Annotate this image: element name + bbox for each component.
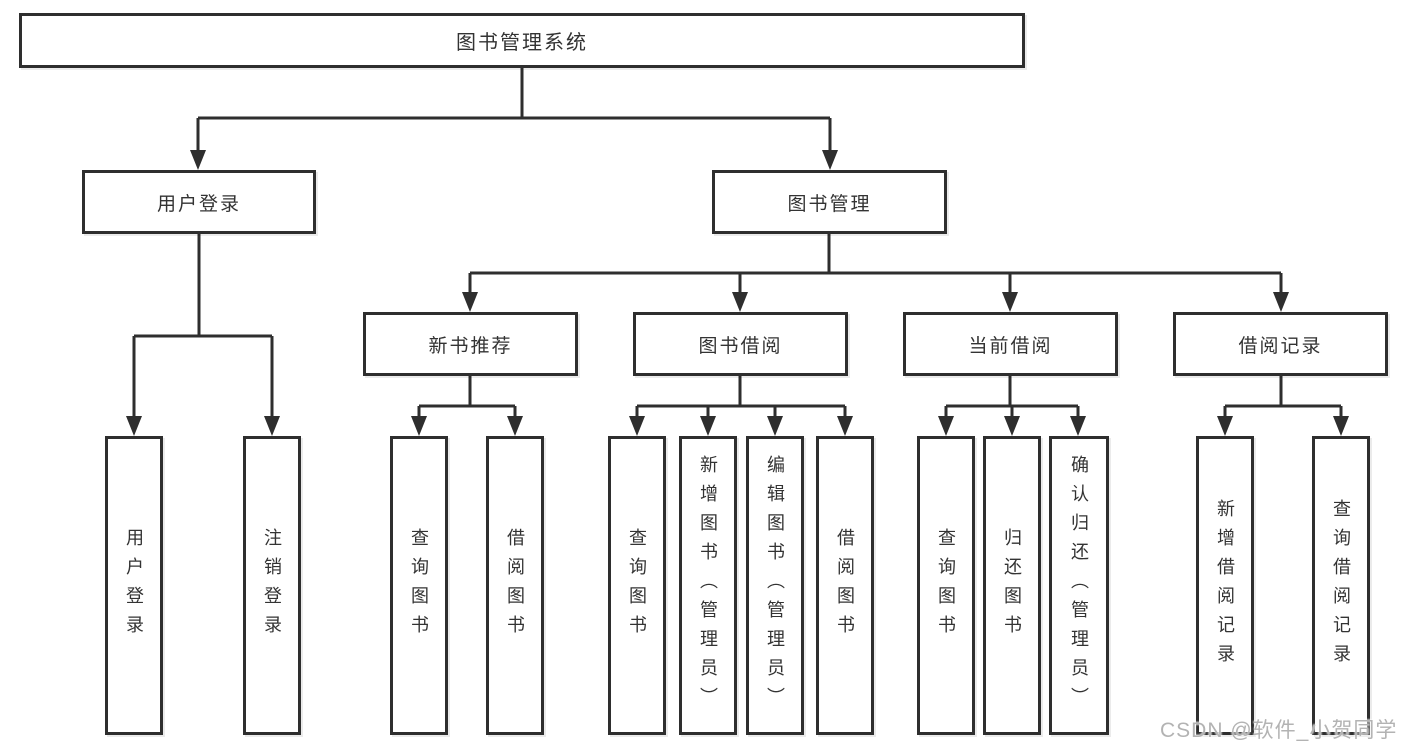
leaf-label: 编辑图书（管理员）: [765, 455, 785, 716]
leaf-add-books-admin: 新增图书（管理员）: [679, 436, 737, 735]
arrow-down-icon: [732, 292, 748, 312]
arrow-down-icon: [507, 416, 523, 436]
arrow-down-icon: [1004, 416, 1020, 436]
leaf-return-books: 归还图书: [983, 436, 1041, 735]
arrow-down-icon: [938, 416, 954, 436]
node-label: 用户登录: [156, 193, 241, 215]
leaf-label: 查询借阅记录: [1331, 498, 1351, 673]
arrow-down-icon: [1273, 292, 1289, 312]
arrow-down-icon: [190, 150, 206, 170]
node-label: 当前借阅: [968, 335, 1053, 357]
leaf-borrow-books-borrowing: 借阅图书: [816, 436, 874, 735]
node-user-login: 用户登录: [82, 170, 316, 234]
arrow-down-icon: [462, 292, 478, 312]
connector-root-to-level2: [190, 68, 838, 170]
arrow-down-icon: [1070, 416, 1086, 436]
leaf-label: 注销登录: [262, 527, 282, 644]
leaf-label: 查询图书: [409, 527, 429, 644]
connector-borrow-records-to-leaves: [1217, 376, 1349, 436]
arrow-down-icon: [822, 150, 838, 170]
leaf-logout-login: 注销登录: [243, 436, 301, 735]
leaf-query-borrow-record: 查询借阅记录: [1312, 436, 1370, 735]
node-borrow-records: 借阅记录: [1173, 312, 1388, 376]
connector-book-borrowing-to-leaves: [629, 376, 853, 436]
arrow-down-icon: [1333, 416, 1349, 436]
node-label: 新书推荐: [428, 335, 513, 357]
leaf-confirm-return-admin: 确认归还（管理员）: [1049, 436, 1109, 735]
connector-new-book-recommendation-to-leaves: [411, 376, 523, 436]
arrow-down-icon: [629, 416, 645, 436]
arrow-down-icon: [264, 416, 280, 436]
node-label: 图书管理系统: [456, 32, 588, 54]
leaf-query-books-recommend: 查询图书: [390, 436, 448, 735]
leaf-label: 确认归还（管理员）: [1069, 455, 1089, 716]
arrow-down-icon: [837, 416, 853, 436]
leaf-query-books-current: 查询图书: [917, 436, 975, 735]
node-label: 图书借阅: [698, 335, 783, 357]
arrow-down-icon: [700, 416, 716, 436]
node-label: 图书管理: [787, 193, 872, 215]
node-label: 借阅记录: [1238, 335, 1323, 357]
arrow-down-icon: [1002, 292, 1018, 312]
leaf-label: 借阅图书: [505, 527, 525, 644]
node-library-system: 图书管理系统: [19, 13, 1025, 68]
node-current-borrowing: 当前借阅: [903, 312, 1118, 376]
node-book-borrowing: 图书借阅: [633, 312, 848, 376]
arrow-down-icon: [126, 416, 142, 436]
leaf-label: 借阅图书: [835, 527, 855, 644]
node-book-management: 图书管理: [712, 170, 947, 234]
arrow-down-icon: [411, 416, 427, 436]
leaf-label: 查询图书: [627, 527, 647, 644]
leaf-edit-books-admin: 编辑图书（管理员）: [746, 436, 804, 735]
arrow-down-icon: [767, 416, 783, 436]
leaf-label: 新增借阅记录: [1215, 498, 1235, 673]
node-new-book-recommendation: 新书推荐: [363, 312, 578, 376]
connector-user-login-to-leaves: [126, 234, 280, 436]
leaf-label: 查询图书: [936, 527, 956, 644]
leaf-label: 用户登录: [124, 527, 144, 644]
leaf-user-login: 用户登录: [105, 436, 163, 735]
csdn-watermark: CSDN @软件_小贺同学: [1160, 719, 1398, 742]
leaf-query-books-borrowing: 查询图书: [608, 436, 666, 735]
leaf-label: 归还图书: [1002, 527, 1022, 644]
connector-current-borrowing-to-leaves: [938, 376, 1086, 436]
connector-book-management-to-level3: [462, 234, 1289, 312]
leaf-add-borrow-record: 新增借阅记录: [1196, 436, 1254, 735]
leaf-label: 新增图书（管理员）: [698, 455, 718, 716]
leaf-borrow-books-recommend: 借阅图书: [486, 436, 544, 735]
arrow-down-icon: [1217, 416, 1233, 436]
